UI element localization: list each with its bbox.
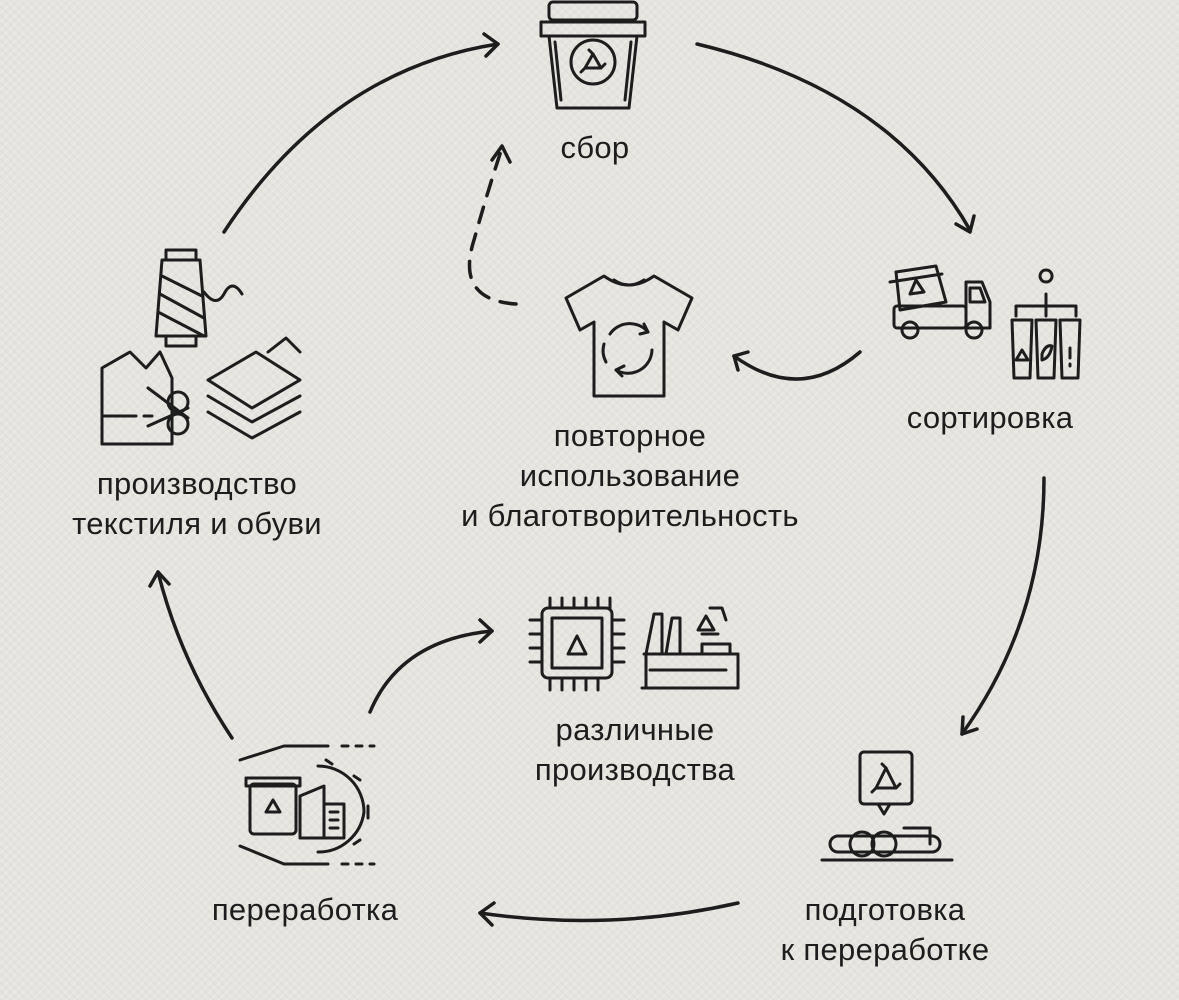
recycle-bin-icon — [539, 0, 647, 110]
label-line: использование — [519, 458, 741, 493]
arrow-sorting-to-preparation — [960, 476, 1046, 736]
stage-label-sorting: сортировка — [880, 398, 1100, 438]
thread-scissors-fabric-icon — [100, 248, 302, 446]
stage-label-reuse: повторное использование и благотворитель… — [420, 416, 840, 536]
label-line: различные — [555, 712, 715, 747]
label-line: повторное — [553, 418, 707, 453]
stage-label-production: производство текстиля и обуви — [42, 464, 352, 544]
arrow-processing-to-manufacturing — [368, 618, 494, 714]
tshirt-recycle-icon — [564, 274, 694, 398]
stage-label-manufacturing: различные производства — [505, 710, 765, 790]
arrow-sorting-to-reuse — [732, 350, 862, 381]
garbage-truck-sorting-icon — [888, 264, 1082, 380]
arrow-processing-to-production — [148, 570, 234, 740]
stage-label-processing: переработка — [190, 890, 420, 930]
arrow-reuse-to-collection-dashed — [467, 144, 518, 306]
arrow-production-to-collection — [222, 32, 500, 234]
label-line: подготовка — [804, 892, 966, 927]
chip-factory-icon — [528, 596, 740, 692]
conveyor-recycle-icon — [820, 750, 954, 862]
label-line: производства — [534, 752, 736, 787]
stage-label-preparation: подготовка к переработке — [760, 890, 1010, 970]
label-line: текстиля и обуви — [72, 506, 322, 541]
arrow-collection-to-sorting — [695, 42, 976, 234]
label-line: сортировка — [906, 400, 1074, 435]
label-line: сбор — [560, 130, 630, 165]
arrow-preparation-to-processing — [478, 901, 740, 927]
label-line: к переработке — [780, 932, 990, 967]
label-line: производство — [96, 466, 298, 501]
label-line: переработка — [211, 892, 399, 927]
stage-label-collection: сбор — [545, 128, 645, 168]
label-line: и благотворительность — [461, 498, 799, 533]
recycling-factory-icon — [238, 744, 376, 866]
